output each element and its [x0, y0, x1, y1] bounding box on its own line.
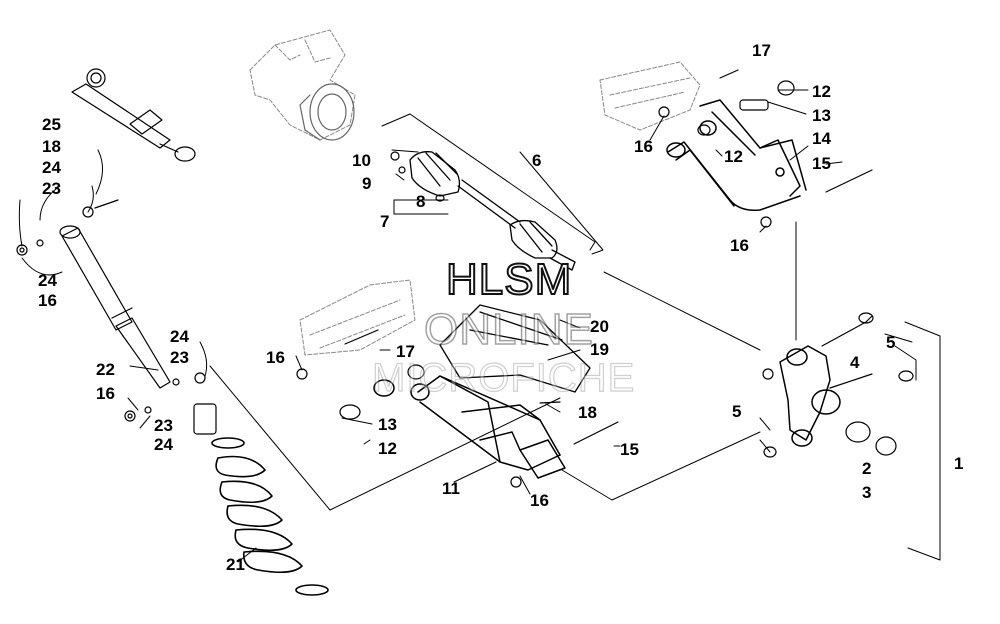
- callout-18: 18: [42, 137, 61, 156]
- spindle-knuckle: [779, 345, 841, 447]
- callout-11: 11: [442, 479, 460, 498]
- callout-16: 16: [530, 491, 549, 510]
- callout-17: 17: [752, 41, 771, 60]
- callout-9: 9: [362, 174, 372, 193]
- callout-16: 16: [38, 291, 57, 310]
- callout-17: 17: [396, 342, 415, 361]
- coil-spring: [211, 437, 329, 596]
- callout-22: 22: [96, 360, 115, 379]
- callout-23: 23: [42, 179, 61, 198]
- callout-16: 16: [266, 348, 285, 367]
- watermark-line3: MICROFICHE: [371, 356, 636, 400]
- callout-24: 24: [170, 327, 189, 346]
- bump-stop: [193, 403, 217, 435]
- upper-bushings: [697, 80, 795, 136]
- callout-16: 16: [634, 137, 653, 156]
- lower-hardware: [296, 329, 619, 488]
- knuckle-hardware: [762, 312, 914, 458]
- ring-8: [435, 194, 445, 202]
- callout-15: 15: [812, 154, 831, 173]
- skid-plate: [439, 304, 591, 393]
- axle-assembly: [409, 151, 576, 271]
- shock-body: [59, 225, 171, 389]
- callout-7: 7: [380, 212, 390, 231]
- callout-19: 19: [590, 340, 609, 359]
- callout-15: 15: [620, 440, 639, 459]
- callout-18: 18: [578, 403, 597, 422]
- callout-24: 24: [42, 158, 61, 177]
- callout-12: 12: [378, 439, 397, 458]
- callout-13: 13: [378, 415, 397, 434]
- callout-20: 20: [590, 317, 609, 336]
- upper-a-arm: [666, 99, 807, 212]
- callout-25: 25: [42, 115, 61, 134]
- frame-sketch-middle: [299, 279, 416, 356]
- upper-bolts: [658, 69, 873, 228]
- callout-5: 5: [732, 402, 742, 421]
- watermark-line1: HLSM: [445, 255, 573, 304]
- callout-6: 6: [532, 151, 542, 170]
- frame-sketch-top: [249, 29, 356, 141]
- circlip-10: [390, 151, 400, 161]
- callout-12: 12: [812, 82, 831, 101]
- callout-23: 23: [170, 348, 189, 367]
- watermark-line2: ONLINE: [423, 305, 594, 354]
- callout-24: 24: [154, 435, 173, 454]
- callout-13: 13: [812, 106, 831, 125]
- callout-16: 16: [96, 384, 115, 403]
- shock-remote-adjuster: [71, 68, 196, 162]
- callout-5: 5: [886, 333, 896, 352]
- callout-8: 8: [416, 192, 426, 211]
- callout-21: 21: [226, 555, 245, 574]
- leader-lines: [18, 89, 941, 563]
- callout-24: 24: [38, 271, 57, 290]
- callout-3: 3: [862, 483, 872, 502]
- shock-hardware-bottom: [124, 372, 206, 422]
- callout-4: 4: [850, 353, 860, 372]
- lower-a-arm: [373, 375, 566, 479]
- callout-14: 14: [812, 129, 831, 148]
- differential-housing: [299, 83, 355, 141]
- callout-10: 10: [352, 151, 371, 170]
- callout-16: 16: [730, 236, 749, 255]
- callout-23: 23: [154, 416, 173, 435]
- callout-2: 2: [862, 459, 872, 478]
- seal-9: [398, 166, 406, 174]
- callout-12: 12: [724, 147, 743, 166]
- callout-1: 1: [954, 454, 964, 473]
- frame-sketch-upper-right: [599, 61, 701, 131]
